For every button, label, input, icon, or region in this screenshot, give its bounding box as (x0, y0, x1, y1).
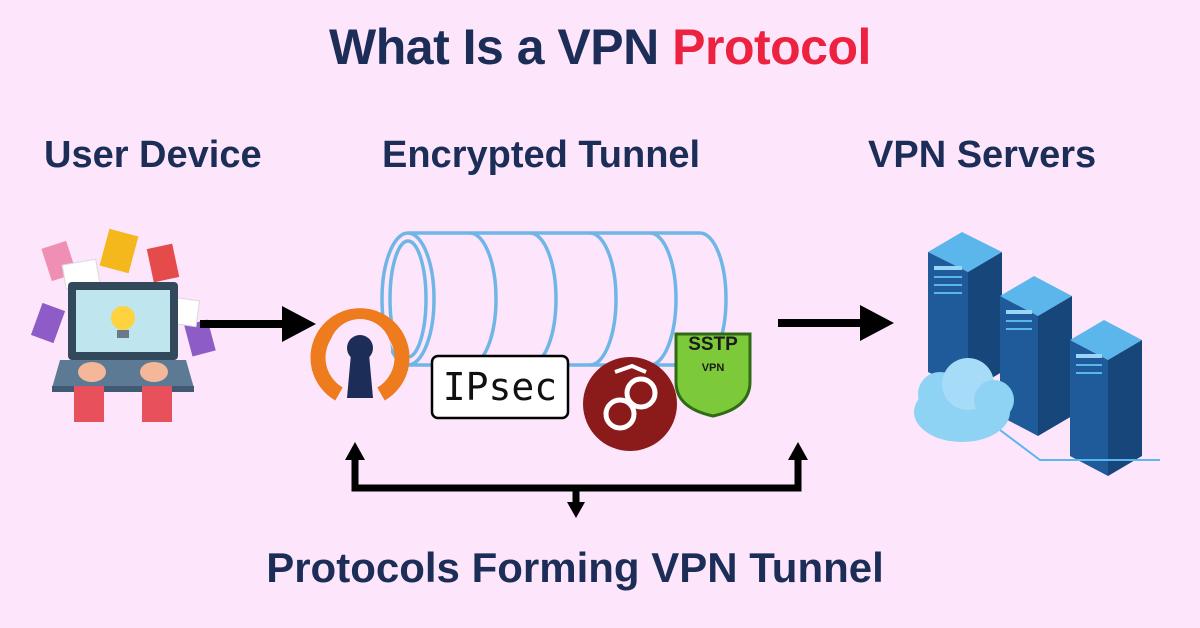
server-icon (928, 232, 1160, 476)
title-prefix: What Is a VPN (329, 19, 659, 75)
laptop-icon (30, 228, 216, 422)
sstp-sub-text: VPN (701, 362, 725, 374)
sstp-main-text: SSTP (688, 334, 738, 355)
protocols-bracket (351, 460, 802, 506)
arrow-to-servers (778, 305, 894, 341)
sstp-label: SSTP VPN (680, 334, 746, 374)
vpn-servers-label: VPN Servers (868, 134, 1097, 176)
openvpn-icon (310, 308, 410, 401)
user-device-label: User Device (44, 134, 262, 176)
wireguard-icon (583, 357, 677, 451)
cloud-icon (914, 358, 1014, 442)
diagram-title: What Is a VPN Protocol (0, 18, 1200, 76)
ipsec-label: IPsec (442, 365, 558, 409)
sstp-icon (674, 332, 752, 418)
tunnel-icon (380, 231, 728, 367)
title-highlight: Protocol (672, 19, 871, 75)
arrow-to-tunnel (200, 306, 316, 342)
encrypted-tunnel-label: Encrypted Tunnel (382, 134, 701, 176)
protocols-caption: Protocols Forming VPN Tunnel (266, 544, 884, 591)
ipsec-box (430, 354, 570, 420)
